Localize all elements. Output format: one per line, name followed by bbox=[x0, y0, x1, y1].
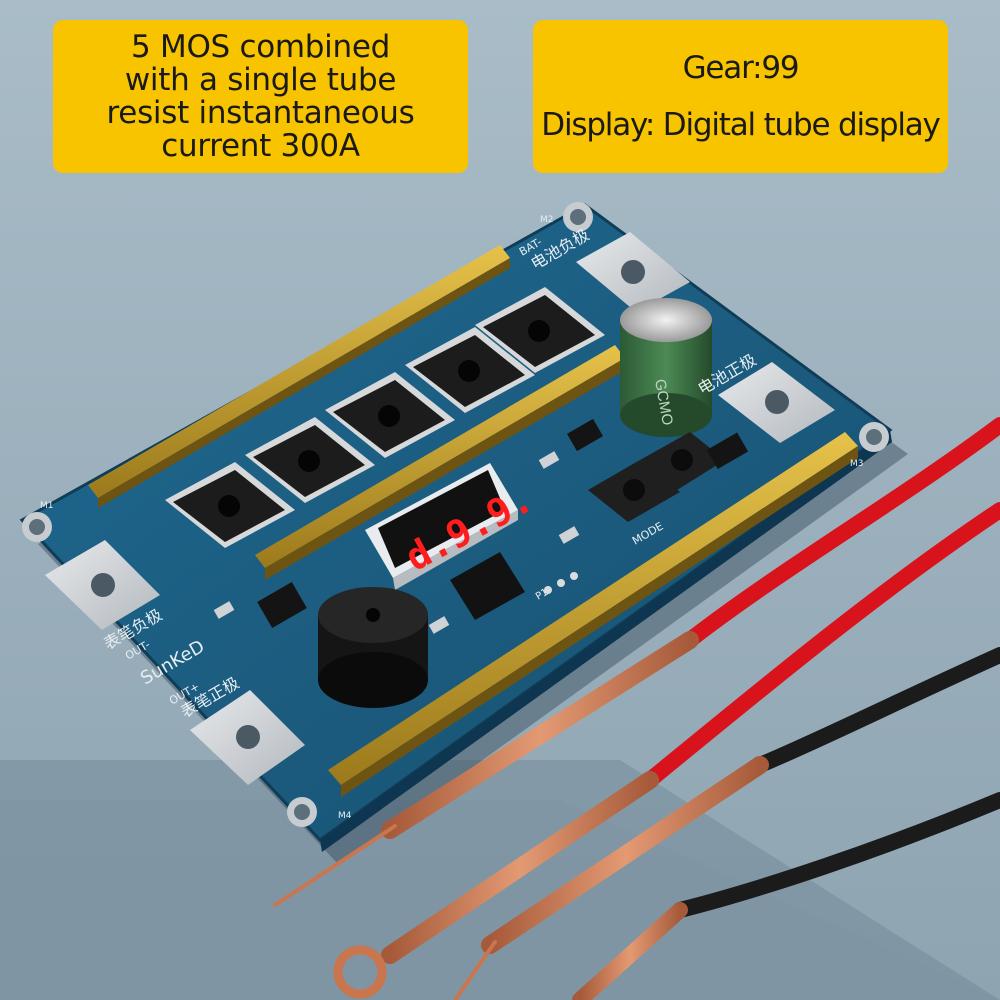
smd-components bbox=[213, 418, 749, 634]
banner-line-1: 5 MOS combined bbox=[131, 28, 390, 65]
welding-cables bbox=[642, 417, 1000, 918]
feature-banner-mos: 5 MOS combined with a single tube resist… bbox=[53, 20, 468, 173]
mounting-holes bbox=[22, 202, 889, 827]
copper-busbars bbox=[88, 245, 858, 797]
terminal-pads bbox=[45, 232, 835, 785]
mosfet-row bbox=[165, 287, 605, 548]
banner-line-4: current 300A bbox=[161, 127, 360, 164]
electrolytic-capacitor: GCMO bbox=[620, 298, 712, 437]
display-spec: Display: Digital tube display bbox=[541, 106, 941, 143]
label-p1: P1 bbox=[534, 587, 550, 603]
feature-banner-gear-display: Gear:99 Display: Digital tube display bbox=[533, 20, 948, 173]
ic-chip bbox=[450, 552, 525, 620]
banner-line-2: with a single tube bbox=[124, 61, 397, 98]
gear-spec: Gear:99 bbox=[682, 49, 800, 86]
mount-label-m4: M4 bbox=[338, 811, 352, 821]
mount-label-m3: M3 bbox=[850, 459, 864, 469]
mount-label-m1: M1 bbox=[40, 501, 54, 511]
buzzer bbox=[318, 587, 428, 708]
mode-buttons bbox=[588, 432, 725, 522]
mount-label-m2: M2 bbox=[540, 215, 554, 225]
copper-welding-pens bbox=[273, 631, 769, 1000]
banner-line-3: resist instantaneous bbox=[106, 94, 415, 131]
